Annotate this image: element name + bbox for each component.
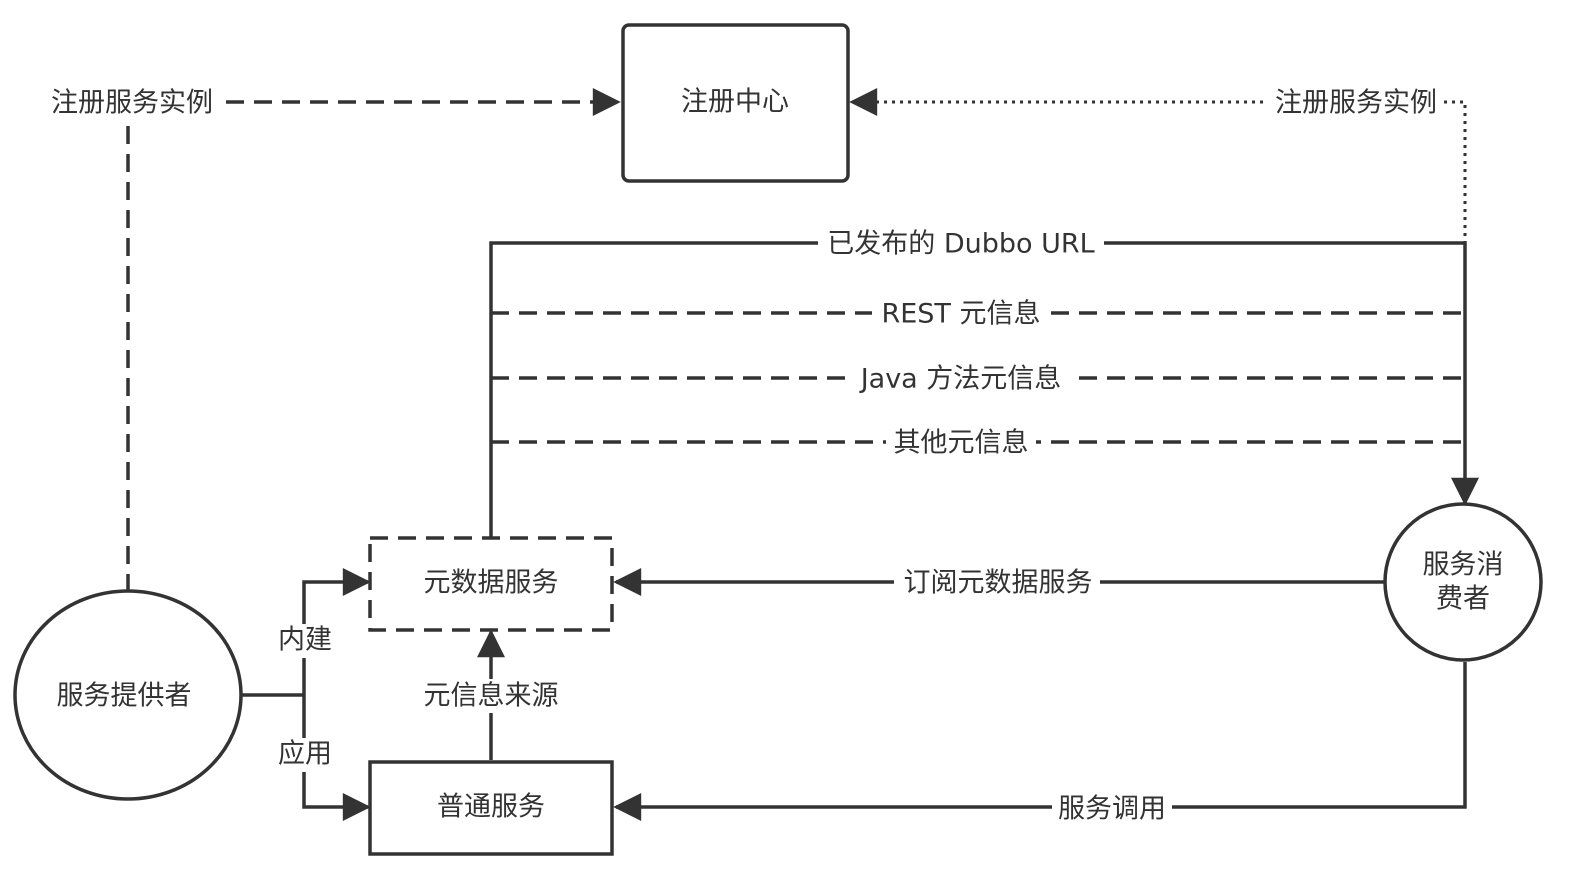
label-bg xyxy=(872,297,1050,331)
label-provider-register: 注册服务实例 xyxy=(51,88,213,119)
label-bg xyxy=(850,362,1070,396)
label-subscribe: 订阅元数据服务 xyxy=(904,568,1093,599)
edge-invoke xyxy=(613,662,1467,821)
normal-service-label: 普通服务 xyxy=(437,792,545,823)
label-other-meta: 其他元信息 xyxy=(894,428,1029,459)
provider-node xyxy=(13,589,243,801)
label-java-meta: Java 方法元信息 xyxy=(859,364,1062,395)
label-meta-source: 元信息来源 xyxy=(424,681,559,712)
label-bg xyxy=(416,679,566,713)
label-bg xyxy=(274,738,336,772)
label-apply: 应用 xyxy=(278,739,332,770)
label-bg xyxy=(274,624,336,658)
registry-label: 注册中心 xyxy=(681,87,789,118)
consumer-label-line2: 费者 xyxy=(1436,584,1490,615)
label-bg xyxy=(886,426,1036,460)
label-published-url: 已发布的 Dubbo URL xyxy=(827,229,1094,260)
consumer-label-line1: 服务消 xyxy=(1423,550,1504,581)
metadata-service-box xyxy=(368,536,614,632)
label-consumer-register: 注册服务实例 xyxy=(1275,88,1437,119)
registry-box xyxy=(621,23,850,183)
edge-apply xyxy=(302,695,371,821)
label-bg xyxy=(1268,86,1444,120)
edge-provider-register xyxy=(126,88,621,592)
label-builtin: 内建 xyxy=(278,625,332,656)
label-bg xyxy=(894,566,1100,600)
label-invoke: 服务调用 xyxy=(1058,794,1166,825)
label-bg xyxy=(818,227,1104,261)
provider-label: 服务提供者 xyxy=(57,681,192,712)
label-rest-meta: REST 元信息 xyxy=(881,299,1040,330)
metadata-service-label: 元数据服务 xyxy=(424,568,559,599)
label-bg xyxy=(44,86,220,120)
label-bg xyxy=(1052,792,1172,826)
normal-service-box xyxy=(368,760,614,856)
consumer-node xyxy=(1383,502,1543,662)
